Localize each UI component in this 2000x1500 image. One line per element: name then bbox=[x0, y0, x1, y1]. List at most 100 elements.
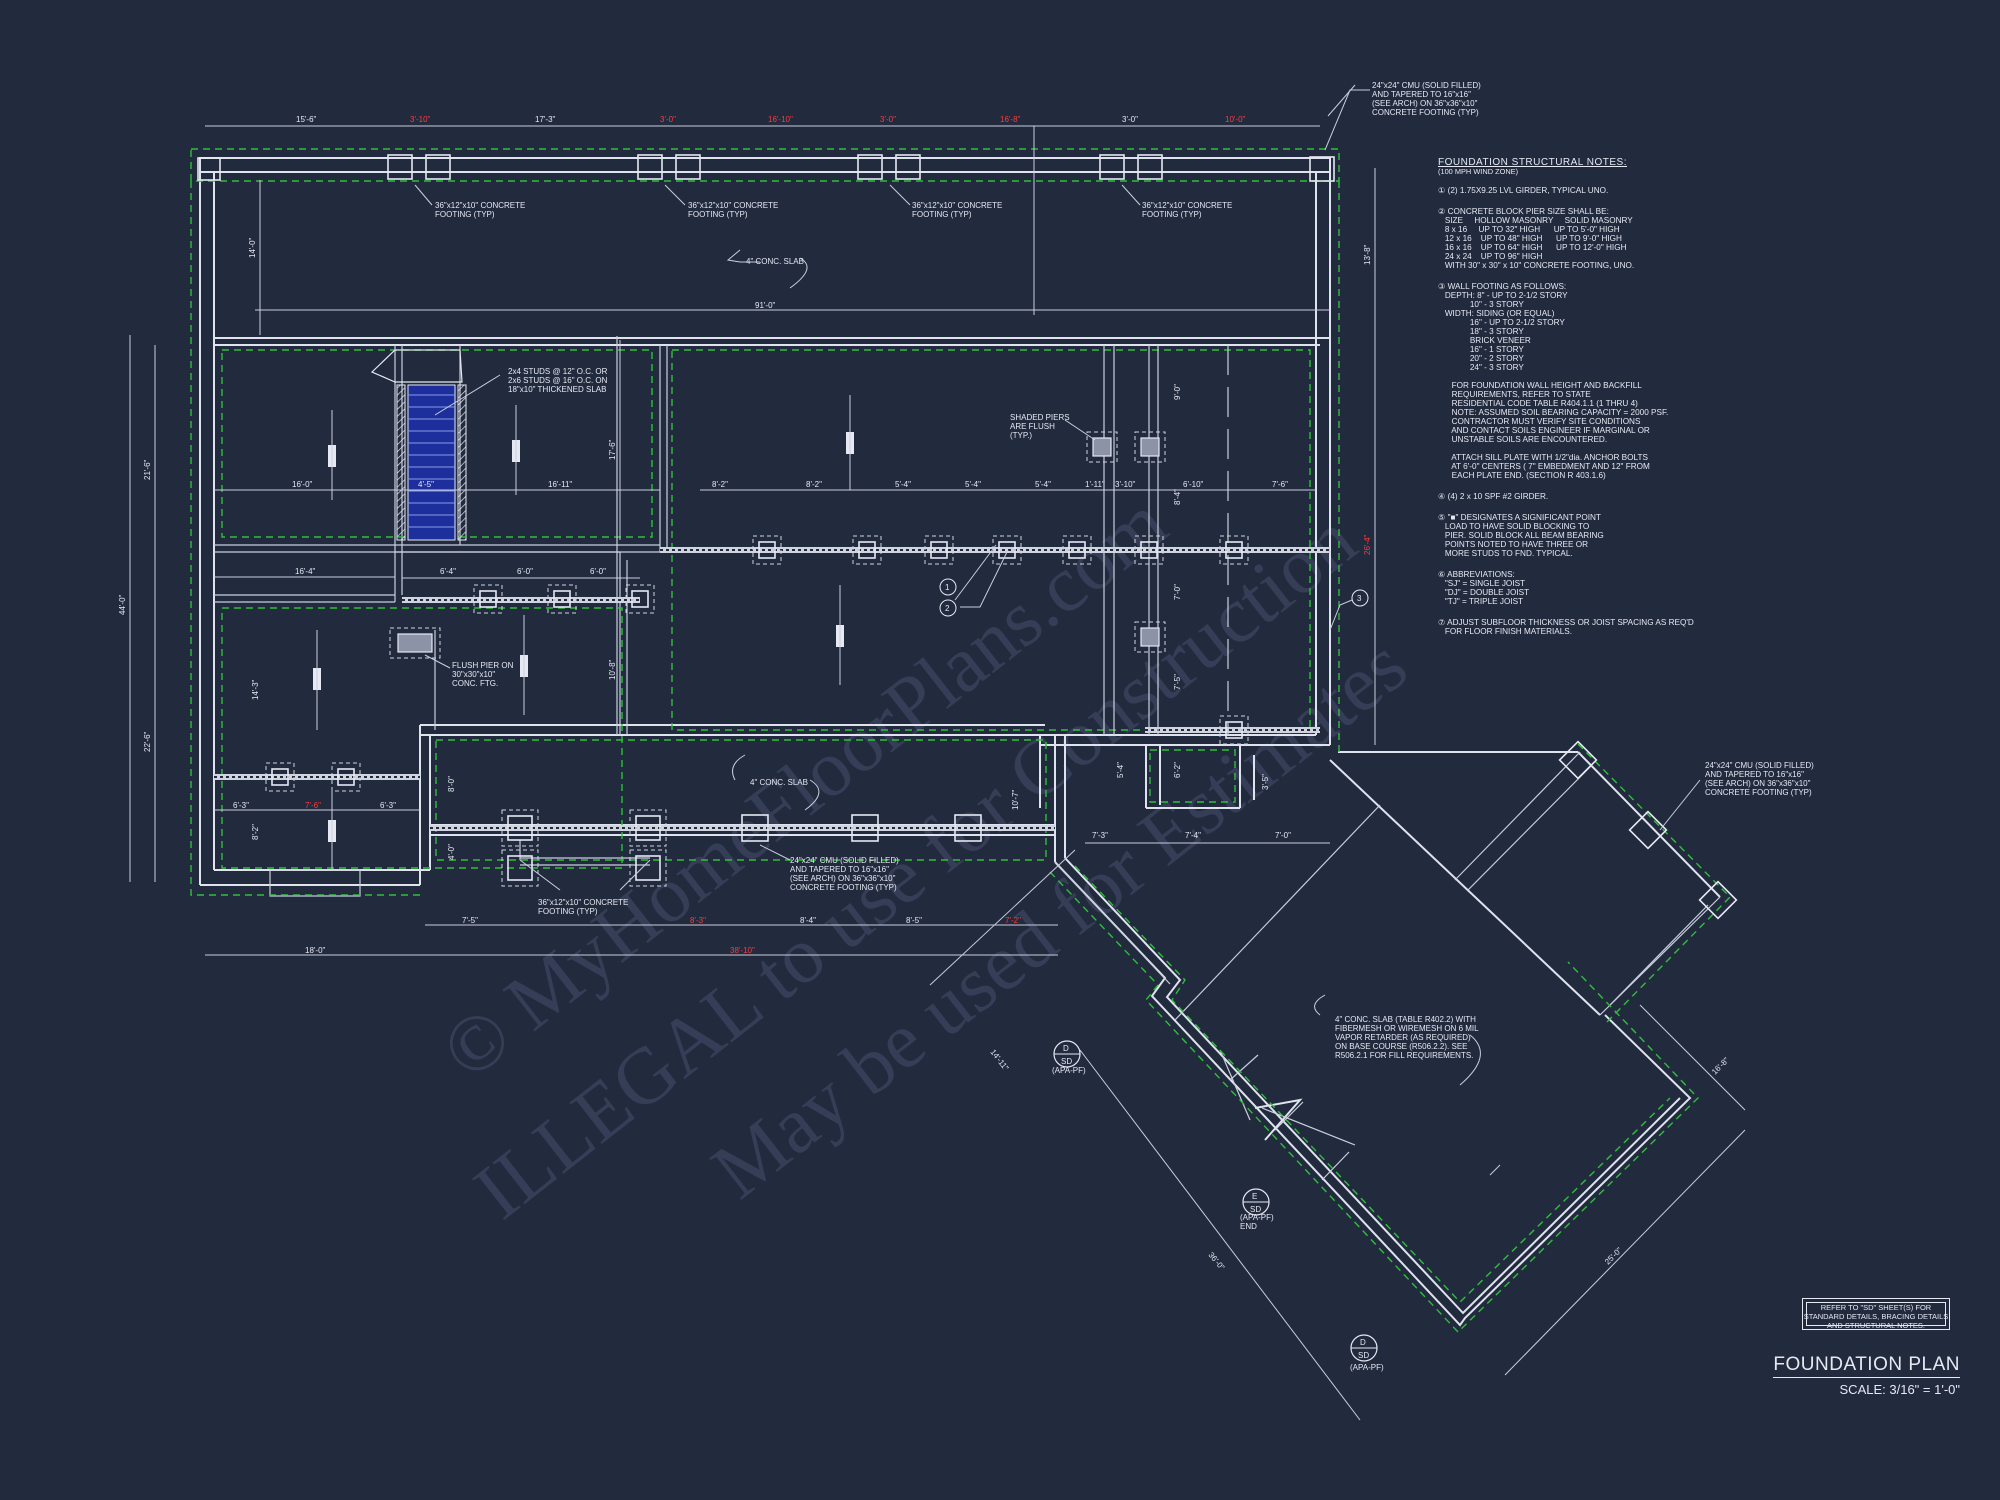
dim-porch-16: 16'-8" bbox=[1710, 1056, 1731, 1077]
svg-text:8'-0": 8'-0" bbox=[447, 776, 456, 792]
svg-text:7'-6": 7'-6" bbox=[1272, 480, 1288, 489]
note-1: ① (2) 1.75X9.25 LVL GIRDER, TYPICAL UNO. bbox=[1438, 186, 1609, 195]
svg-text:16'-11": 16'-11" bbox=[548, 480, 572, 489]
dim-left-21: 21'-6" bbox=[143, 459, 152, 480]
svg-text:3'-10": 3'-10" bbox=[1115, 480, 1136, 489]
note-4-text: (4) 2 x 10 SPF #2 GIRDER. bbox=[1447, 492, 1549, 501]
footing-outline bbox=[190, 148, 1731, 1333]
dim-right-13: 13'-8" bbox=[1363, 244, 1372, 265]
dim-bottom-18: 18'-0" bbox=[305, 946, 326, 955]
drawing-title: FOUNDATION PLAN SCALE: 3/16" = 1'-0" bbox=[1770, 1354, 1960, 1397]
structural-notes: FOUNDATION STRUCTURAL NOTES: (100 MPH WI… bbox=[1438, 158, 1698, 648]
note-6: ⑥ ABBREVIATIONS: "SJ" = SINGLE JOIST "DJ… bbox=[1438, 570, 1530, 606]
dim-porch-36: 36'-0" bbox=[1206, 1251, 1226, 1273]
label-apa-d: (APA-PF) bbox=[1052, 1066, 1086, 1075]
callout-3: 3 bbox=[1357, 594, 1362, 603]
joist-markers bbox=[313, 395, 854, 870]
svg-text:9'-0": 9'-0" bbox=[1173, 384, 1182, 400]
dim-top-3: 3'-0" bbox=[660, 115, 676, 124]
svg-text:5'-4": 5'-4" bbox=[965, 480, 981, 489]
dim-top-4: 16'-10" bbox=[768, 115, 793, 124]
dim-porch-14: 14'-11" bbox=[988, 1048, 1010, 1073]
svg-text:6'-0": 6'-0" bbox=[590, 567, 606, 576]
note-5: ⑤ "■" DESIGNATES A SIGNIFICANT POINT LOA… bbox=[1438, 513, 1604, 558]
watermark: © MyHomeFloorPlans.com ILLEGAL to use fo… bbox=[426, 478, 1423, 1237]
svg-text:5'-4": 5'-4" bbox=[895, 480, 911, 489]
annotations: 24"x24" CMU (SOLID FILLED)AND TAPERED TO… bbox=[435, 81, 1814, 1372]
svg-text:14'-3": 14'-3" bbox=[251, 679, 260, 700]
svg-text:7'-5": 7'-5" bbox=[462, 916, 478, 925]
dim-top-8: 10'-0" bbox=[1225, 115, 1246, 124]
reference-box: REFER TO "SD" SHEET(S) FOR STANDARD DETA… bbox=[1802, 1298, 1950, 1330]
svg-text:5'-4": 5'-4" bbox=[1035, 480, 1051, 489]
svg-text:8'-2": 8'-2" bbox=[251, 824, 260, 840]
detail-e-letter: E bbox=[1252, 1192, 1257, 1201]
detail-d-num: SD bbox=[1061, 1057, 1072, 1066]
note-5-text: "■" DESIGNATES A SIGNIFICANT POINT LOAD … bbox=[1444, 513, 1604, 558]
dim-top-2: 17'-3" bbox=[535, 115, 556, 124]
note-4: ④ (4) 2 x 10 SPF #2 GIRDER. bbox=[1438, 492, 1549, 501]
svg-text:6'-4": 6'-4" bbox=[440, 567, 456, 576]
detail-d2-letter: D bbox=[1360, 1338, 1366, 1347]
dim-top-7: 3'-0" bbox=[1122, 115, 1138, 124]
svg-text:4'-0": 4'-0" bbox=[447, 844, 456, 860]
svg-text:8'-3": 8'-3" bbox=[690, 916, 706, 925]
callout-2: 2 bbox=[945, 604, 950, 613]
svg-text:7'-3": 7'-3" bbox=[1092, 831, 1108, 840]
label-apa-d2: (APA-PF) bbox=[1350, 1363, 1384, 1372]
callout-1: 1 bbox=[945, 583, 950, 592]
svg-text:8'-5": 8'-5" bbox=[906, 916, 922, 925]
svg-text:6'-3": 6'-3" bbox=[380, 801, 396, 810]
dim-top-0: 15'-6" bbox=[296, 115, 317, 124]
note-3: ③ WALL FOOTING AS FOLLOWS: DEPTH: 8" - U… bbox=[1438, 282, 1669, 480]
svg-text:14'-0": 14'-0" bbox=[248, 237, 257, 258]
svg-text:1'-11": 1'-11" bbox=[1085, 480, 1105, 489]
dim-porch-25: 25'-0" bbox=[1603, 1246, 1624, 1267]
svg-text:7'-4": 7'-4" bbox=[1185, 831, 1201, 840]
detail-markers: D SD E SD D SD 1 2 3 bbox=[939, 578, 1378, 1362]
dim-left-44: 44'-0" bbox=[118, 594, 127, 615]
foundation-walls bbox=[199, 157, 1721, 1327]
note-1-text: (2) 1.75X9.25 LVL GIRDER, TYPICAL UNO. bbox=[1447, 186, 1609, 195]
detail-e-num: SD bbox=[1250, 1205, 1261, 1214]
svg-text:6'-0": 6'-0" bbox=[517, 567, 533, 576]
svg-text:7'-0": 7'-0" bbox=[1275, 831, 1291, 840]
svg-text:7'-2": 7'-2" bbox=[1005, 916, 1021, 925]
label-cmu-mid: 24"x24" CMU (SOLID FILLED)AND TAPERED TO… bbox=[790, 856, 899, 892]
dim-top-6: 16'-8" bbox=[1000, 115, 1021, 124]
svg-text:3'-5": 3'-5" bbox=[1261, 774, 1270, 790]
svg-text:17'-6": 17'-6" bbox=[608, 439, 617, 460]
misc-dimensions: 91'-0" 44'-0" 21'-6" 22'-6" 13'-8" 2 6'-4… bbox=[118, 237, 1731, 1272]
svg-text:8'-2": 8'-2" bbox=[712, 480, 728, 489]
svg-text:7'-0": 7'-0" bbox=[1173, 584, 1182, 600]
title-scale: SCALE: 3/16" = 1'-0" bbox=[1839, 1382, 1960, 1397]
watermark-line-2: ILLEGAL to use for Construction bbox=[459, 496, 1372, 1237]
svg-text:5'-4": 5'-4" bbox=[1116, 762, 1125, 778]
svg-text:6'-3": 6'-3" bbox=[233, 801, 249, 810]
dim-bottom-red: 38'-10" bbox=[730, 946, 755, 955]
svg-text:10'-8": 10'-8" bbox=[608, 659, 617, 680]
label-apa-e: (APA-PF)END bbox=[1240, 1213, 1274, 1231]
dim-overall-width: 91'-0" bbox=[755, 301, 776, 310]
top-dimensions: 15'-6" 3'-10" 17'-3" 3'-0" 16'-10" 3'-0"… bbox=[296, 115, 1246, 124]
note-7: ⑦ ADJUST SUBFLOOR THICKNESS OR JOIST SPA… bbox=[1438, 618, 1694, 636]
svg-text:8'-4": 8'-4" bbox=[800, 916, 816, 925]
note-6-text: ABBREVIATIONS: "SJ" = SINGLE JOIST "DJ" … bbox=[1444, 570, 1530, 606]
note-3-text: WALL FOOTING AS FOLLOWS: DEPTH: 8" - UP … bbox=[1444, 282, 1669, 480]
piers bbox=[197, 154, 1738, 920]
label-cmu-right: 24"x24" CMU (SOLID FILLED)AND TAPERED TO… bbox=[1705, 761, 1814, 797]
label-conc-slab-2: 4" CONC. SLAB bbox=[750, 778, 808, 787]
dim-left-22: 22'-6" bbox=[143, 731, 152, 752]
svg-text:10'-7": 10'-7" bbox=[1011, 789, 1020, 810]
label-conc-slab-1: 4" CONC. SLAB bbox=[746, 257, 804, 266]
dim-top-1: 3'-10" bbox=[410, 115, 431, 124]
svg-text:6'-2": 6'-2" bbox=[1173, 762, 1182, 778]
dimension-lines bbox=[129, 84, 1746, 1421]
